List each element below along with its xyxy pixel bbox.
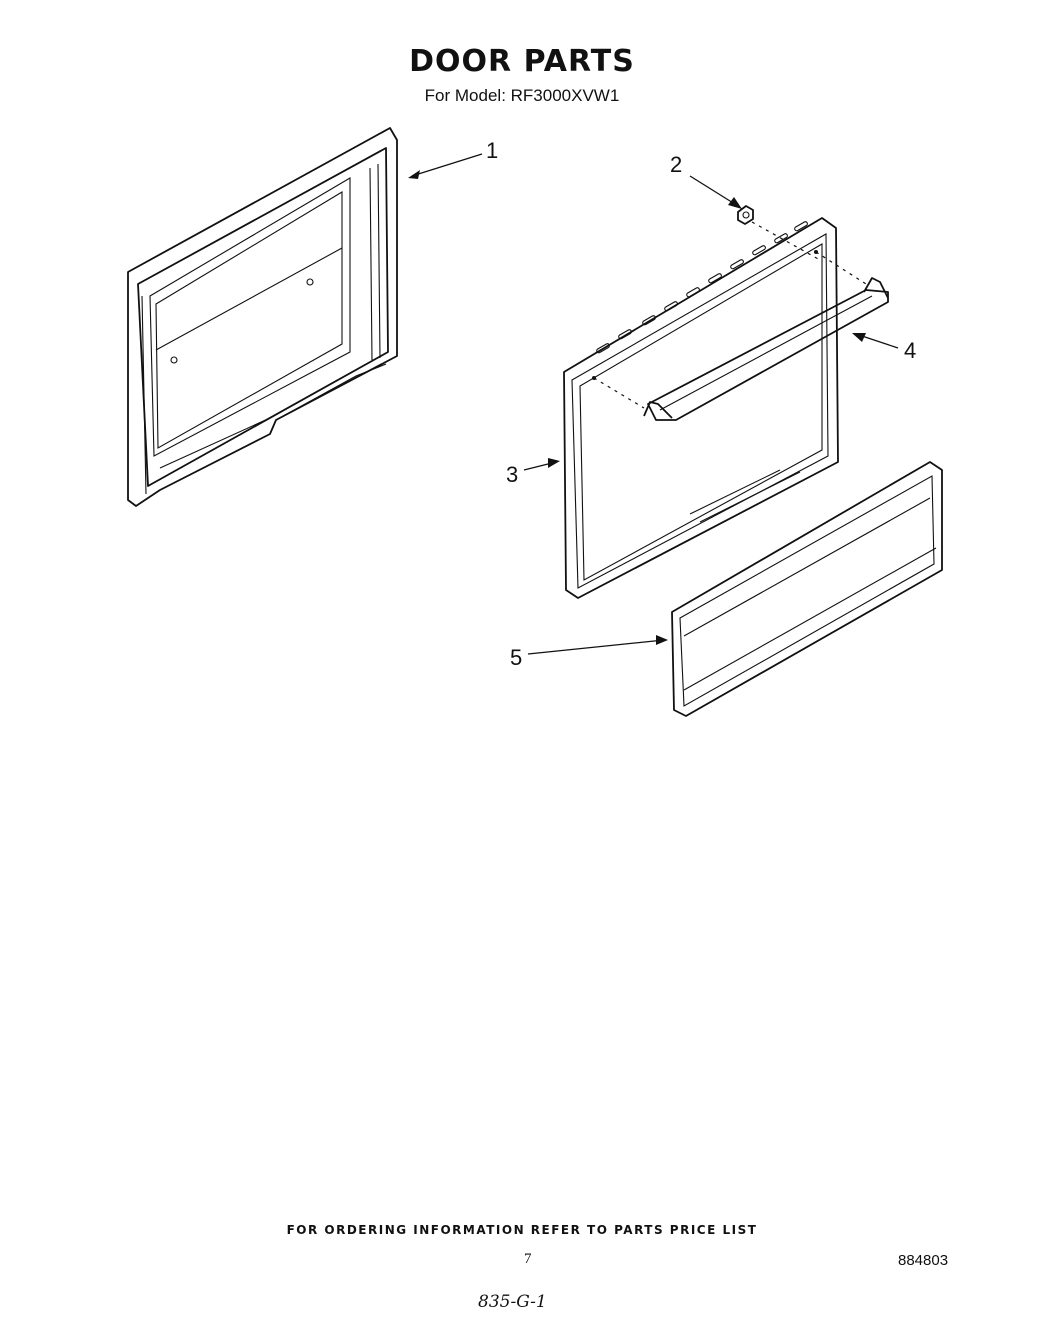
- page-number: 7: [524, 1251, 532, 1267]
- ordering-note: FOR ORDERING INFORMATION REFER TO PARTS …: [286, 1223, 758, 1237]
- callout-label-1: 1: [486, 138, 498, 163]
- assembly-line-handle-left: [593, 377, 645, 409]
- assembly-line-screw: [751, 221, 821, 261]
- assembly-line-handle-right: [815, 251, 867, 285]
- handwritten-note: 835-G-1: [478, 1292, 547, 1312]
- part-4-door-handle: [643, 277, 889, 421]
- callout-5: 5: [510, 635, 668, 670]
- callout-4: 4: [852, 333, 916, 363]
- callouts: 1 2 3 4 5: [408, 138, 916, 670]
- part-1-inner-door-panel: [127, 127, 398, 507]
- model-subtitle: For Model: RF3000XVW1: [424, 86, 620, 105]
- part-3-outer-door-panel: [563, 217, 839, 599]
- vent-slots: [596, 221, 808, 354]
- mount-hole-left: [592, 376, 596, 380]
- callout-2: 2: [670, 152, 742, 209]
- page-title: DOOR PARTS: [409, 44, 635, 79]
- mount-hole-right: [814, 250, 818, 254]
- callout-label-4: 4: [904, 338, 916, 363]
- callout-3: 3: [506, 458, 560, 487]
- callout-label-3: 3: [506, 462, 518, 487]
- callout-1: 1: [408, 138, 498, 179]
- document-number: 884803: [898, 1252, 949, 1269]
- part-2-screw: [737, 205, 754, 225]
- part-5-glass-panel: [671, 461, 943, 717]
- callout-label-5: 5: [510, 645, 522, 670]
- callout-label-2: 2: [670, 152, 682, 177]
